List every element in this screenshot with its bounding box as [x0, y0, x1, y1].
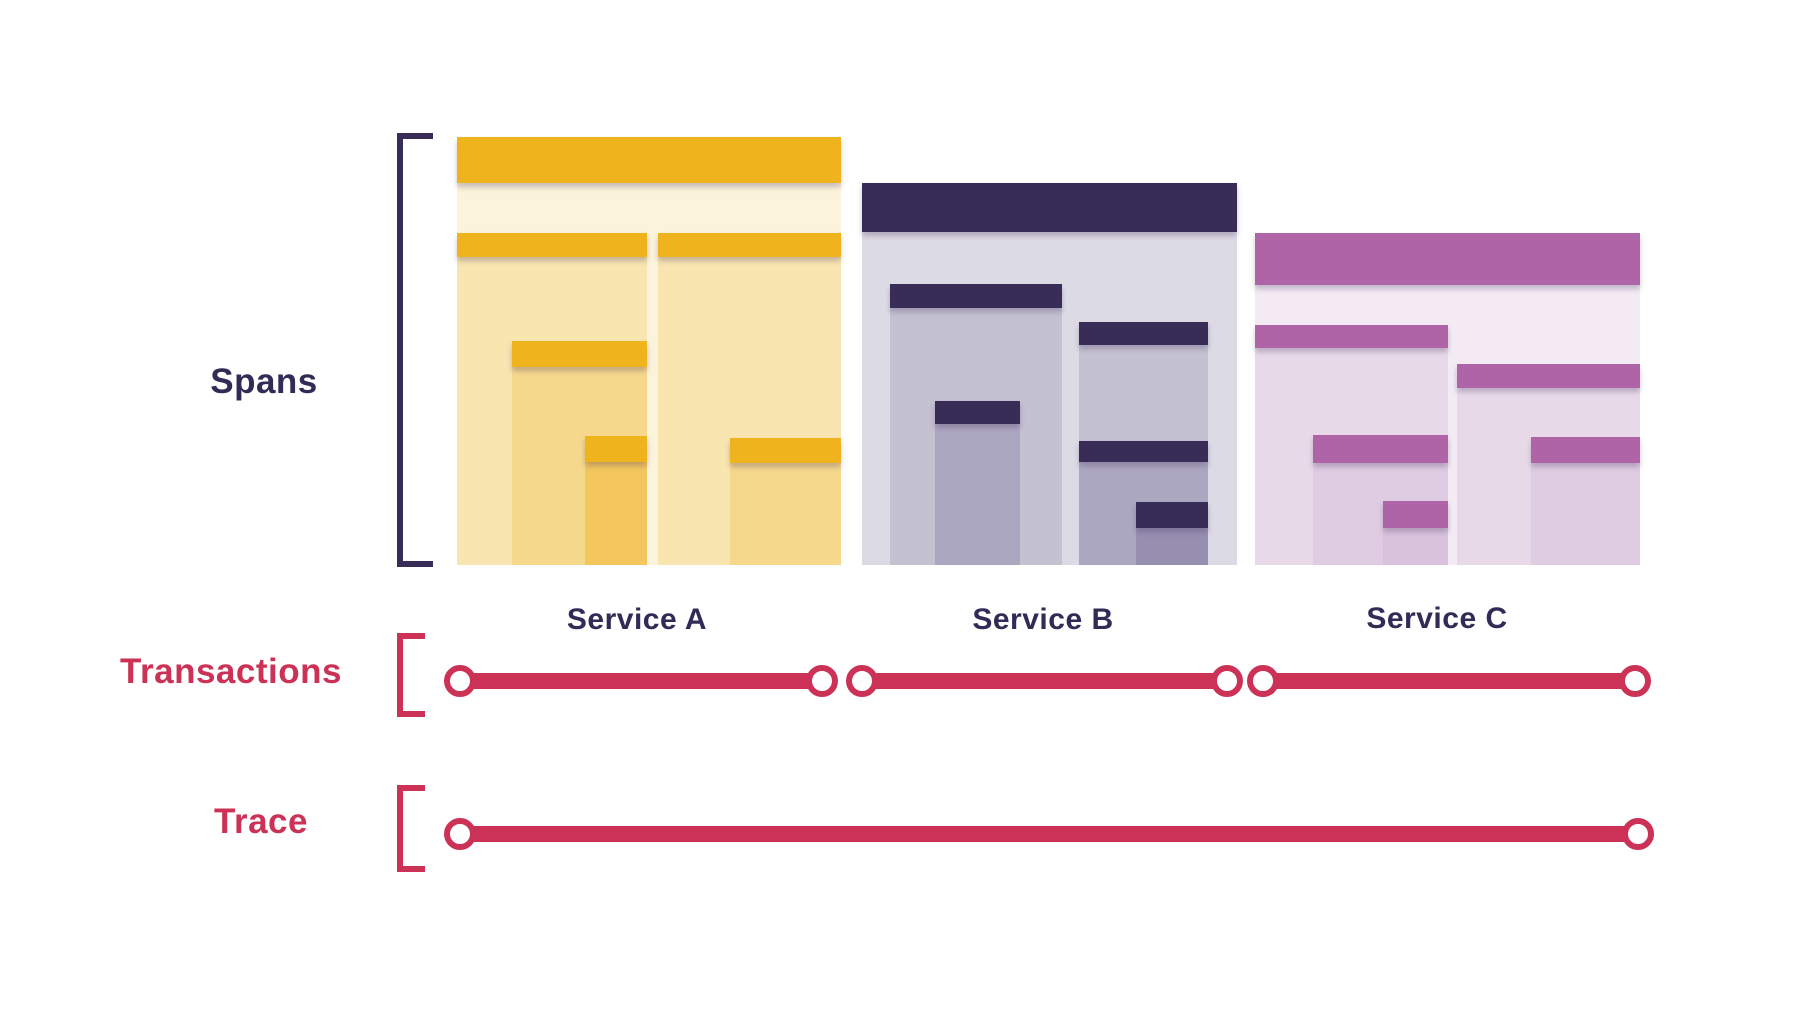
transaction-endpoint-1-end — [806, 665, 838, 697]
service-a-span-header — [585, 436, 647, 462]
transaction-endpoint-3-start — [1247, 665, 1279, 697]
service-b-root-span-header — [862, 183, 1237, 232]
trace-endpoint-1-end — [1622, 818, 1654, 850]
service-a-span-header — [658, 233, 841, 257]
trace-line-1 — [460, 826, 1638, 842]
spans-label: Spans — [210, 362, 318, 401]
spans-bracket — [397, 133, 433, 567]
trace-label: Trace — [214, 802, 308, 841]
service-b-span-header — [890, 284, 1062, 308]
service-c-span-header — [1255, 325, 1448, 348]
transaction-endpoint-1-start — [444, 665, 476, 697]
service-b-span-header — [1079, 441, 1208, 462]
service-a-span-body — [730, 463, 841, 565]
transaction-endpoint-3-end — [1619, 665, 1651, 697]
service-b-span-body — [1136, 528, 1208, 565]
service-c-span-body — [1531, 463, 1640, 565]
service-b-span-header — [1079, 322, 1208, 345]
service-b-label: Service B — [972, 603, 1114, 636]
service-b-span-header — [935, 401, 1020, 424]
service-a-span-header — [730, 438, 841, 463]
service-c-span-header — [1531, 437, 1640, 463]
transaction-line-3 — [1263, 673, 1635, 689]
transaction-endpoint-2-end — [1211, 665, 1243, 697]
service-b-span-body — [1079, 345, 1208, 441]
service-a-root-span-header — [457, 137, 841, 183]
service-a-label: Service A — [566, 603, 708, 636]
service-c-span-body — [1383, 528, 1448, 565]
transactions-bracket — [397, 633, 425, 717]
transactions-label: Transactions — [120, 652, 342, 691]
trace-endpoint-1-start — [444, 818, 476, 850]
service-c-span-header — [1457, 364, 1640, 388]
transaction-endpoint-2-start — [846, 665, 878, 697]
service-c-span-header — [1383, 501, 1448, 528]
service-c-label: Service C — [1366, 602, 1508, 635]
service-a-span-header — [512, 341, 647, 367]
trace-bracket — [397, 785, 425, 872]
service-b-span-header — [1136, 502, 1208, 528]
service-a-span-body — [585, 462, 647, 565]
transaction-line-1 — [460, 673, 822, 689]
service-c-root-span-header — [1255, 233, 1640, 285]
service-b-span-body — [935, 424, 1020, 565]
service-a-span-header — [457, 233, 647, 257]
transaction-line-2 — [862, 673, 1227, 689]
service-c-span-header — [1313, 435, 1448, 463]
